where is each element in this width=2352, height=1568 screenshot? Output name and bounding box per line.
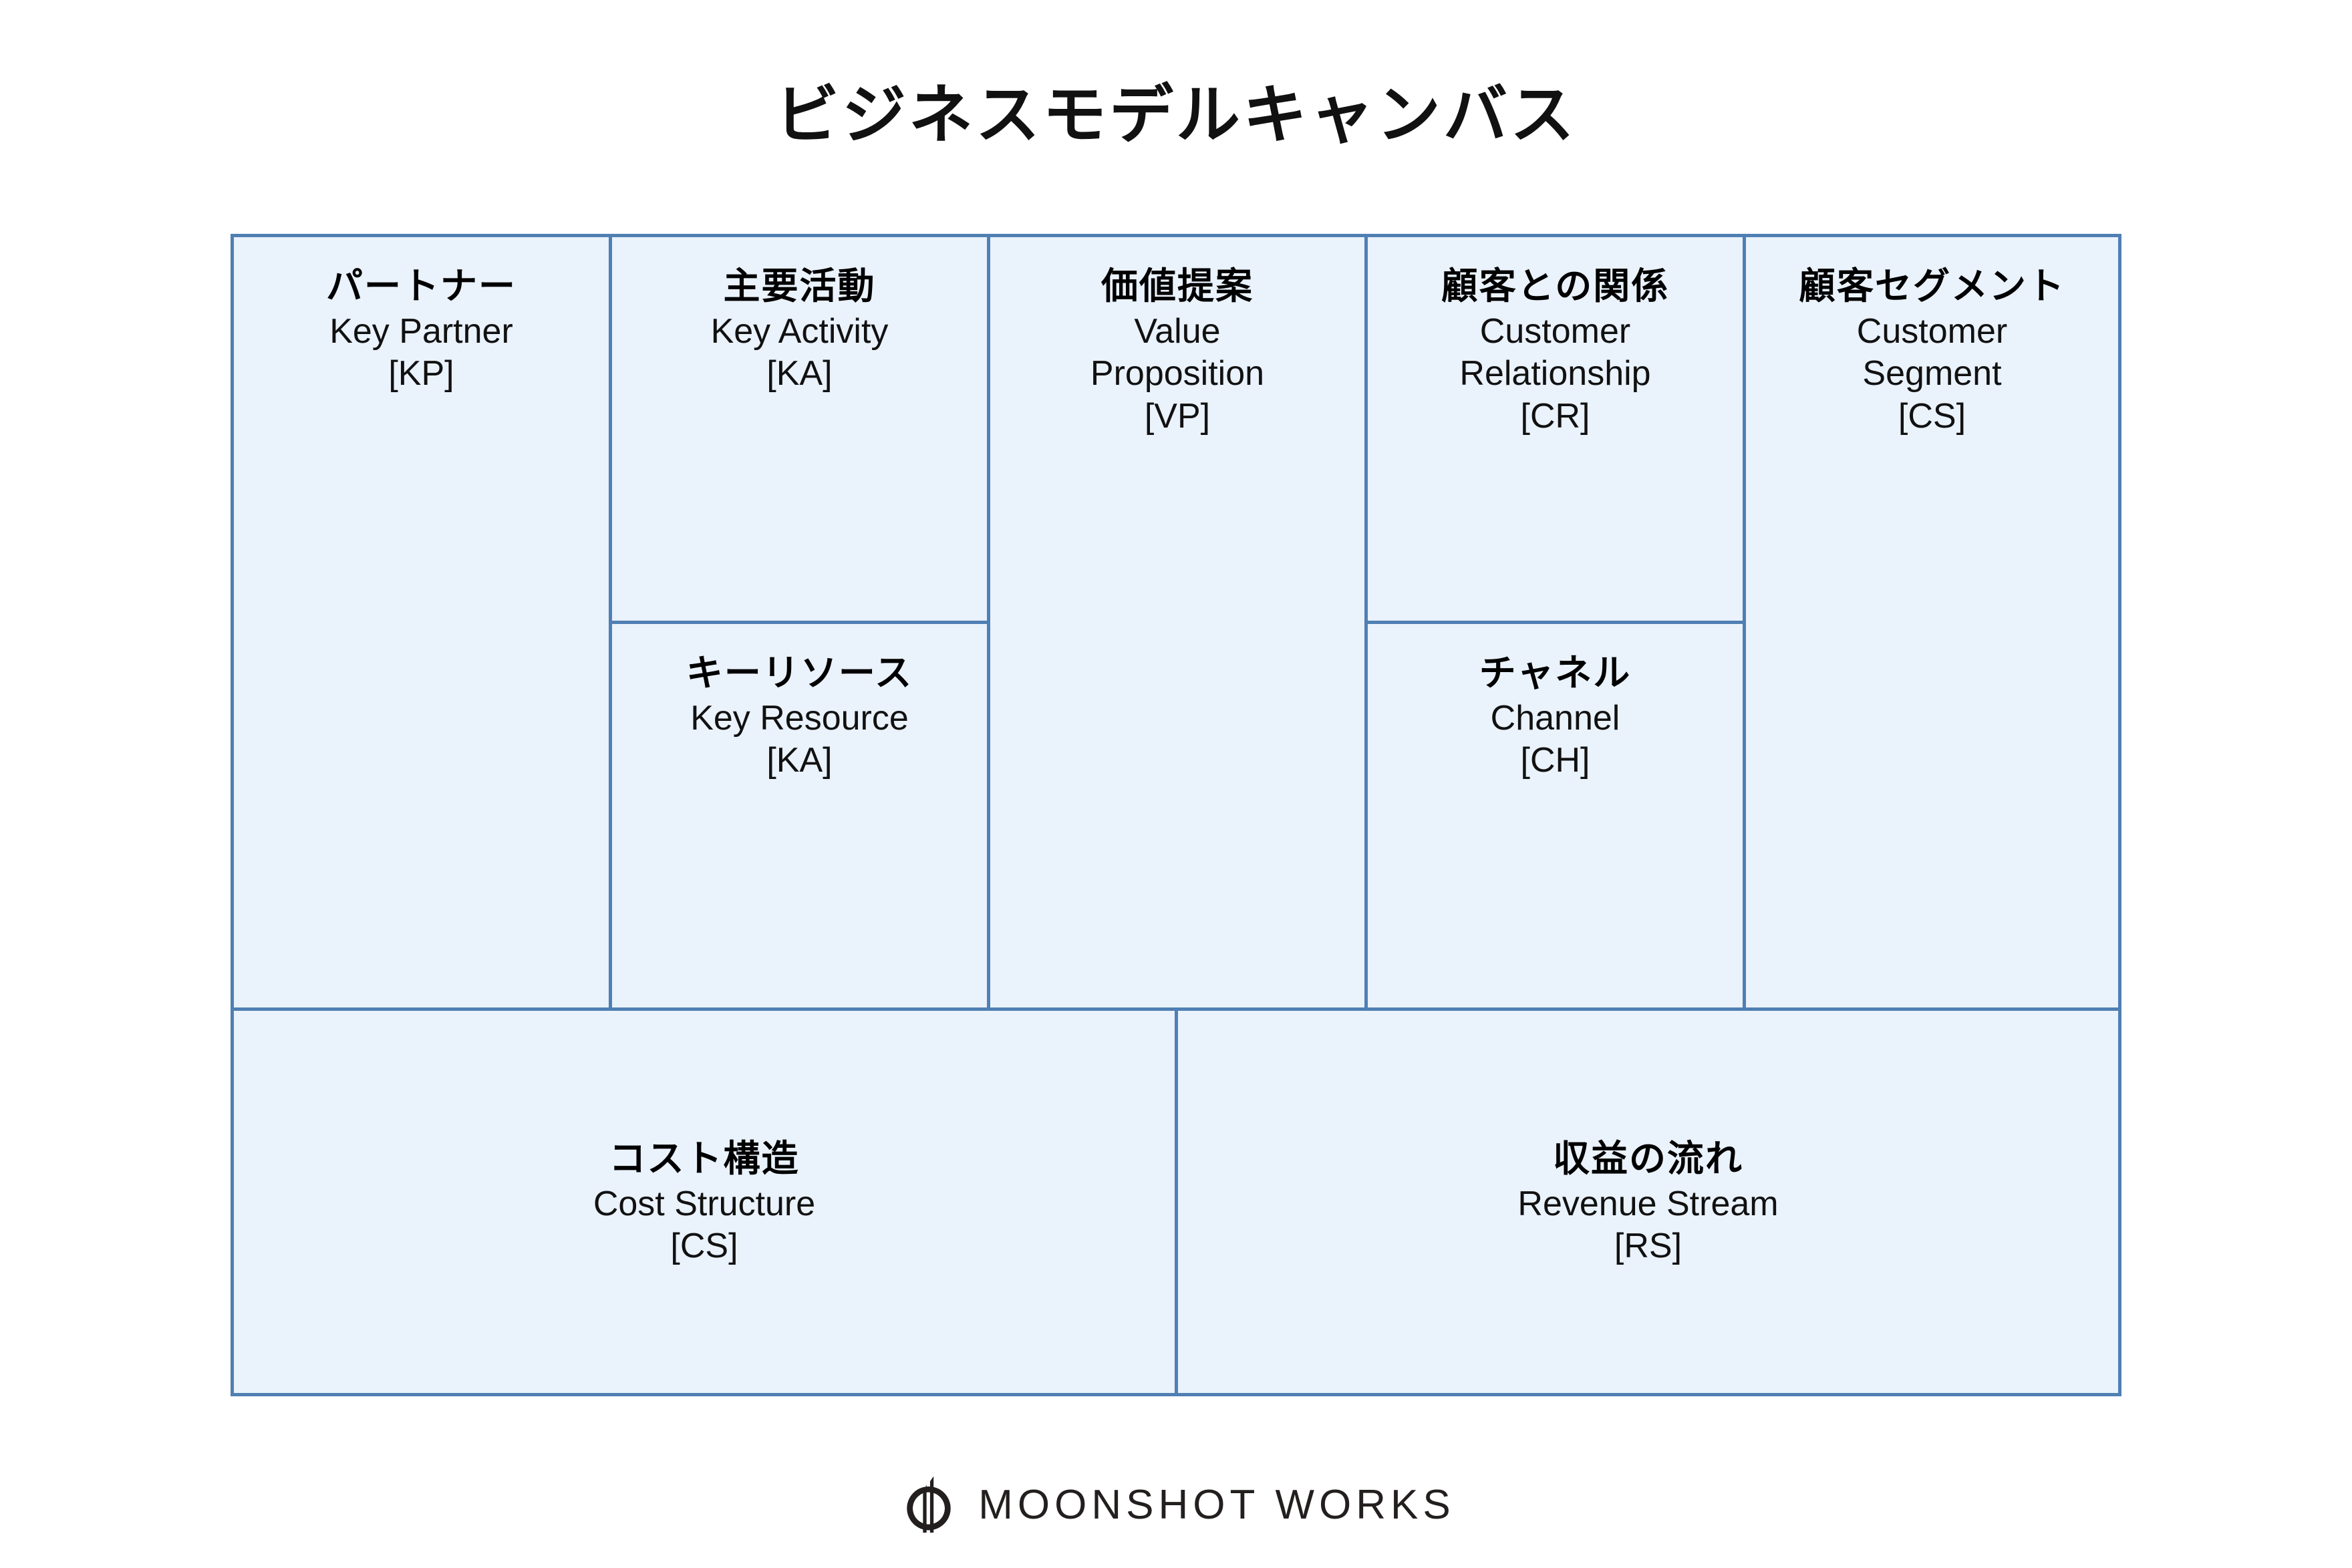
block-title-en: Channel: [1490, 699, 1620, 738]
block-title-en: Key Resource: [690, 699, 909, 738]
block-title-jp: 顧客セグメント: [1798, 265, 2065, 307]
moonshot-works-logo-icon: [897, 1471, 961, 1539]
block-title-jp: チャネル: [1479, 652, 1632, 693]
block-title-en: Customer Relationship: [1459, 312, 1651, 394]
canvas-block-revenue-stream[interactable]: 収益の流れ Revenue Stream [RS]: [1175, 1007, 2121, 1396]
canvas-block-customer-segment[interactable]: 顧客セグメント Customer Segment [CS]: [1743, 234, 2121, 1011]
canvas-block-value-proposition[interactable]: 価値提案 Value Proposition [VP]: [987, 234, 1368, 1011]
block-code-label: [RS]: [1614, 1227, 1682, 1265]
block-title-jp: 収益の流れ: [1552, 1137, 1743, 1179]
block-title-en: Customer Segment: [1856, 312, 2008, 394]
block-title-jp: 顧客との関係: [1441, 265, 1670, 307]
page-title: ビジネスモデルキャンバス: [775, 80, 1577, 151]
block-code-label: [KA]: [766, 741, 833, 780]
block-code-label: [CR]: [1520, 396, 1590, 436]
brand-wordmark: MOONSHOT WORKS: [978, 1482, 1455, 1528]
block-code-label: [CS]: [1898, 396, 1966, 436]
block-title-jp: パートナー: [325, 265, 517, 307]
block-title-jp: 主要活動: [723, 265, 876, 307]
block-title-en: Value Proposition: [1090, 312, 1265, 394]
block-code-label: [KP]: [388, 354, 454, 394]
canvas-block-key-activity[interactable]: 主要活動 Key Activity [KA]: [609, 234, 990, 624]
block-title-jp: コスト構造: [609, 1137, 800, 1179]
block-title-en: Key Partner: [329, 312, 513, 351]
block-code-label: [CH]: [1520, 741, 1590, 780]
block-title-en: Revenue Stream: [1517, 1184, 1779, 1223]
canvas-block-customer-relationship[interactable]: 顧客との関係 Customer Relationship [CR]: [1364, 234, 1746, 624]
canvas-block-key-resource[interactable]: キーリソース Key Resource [KA]: [609, 621, 990, 1011]
footer-branding: MOONSHOT WORKS: [0, 1471, 2352, 1539]
business-model-canvas-grid: パートナー Key Partner [KP] 主要活動 Key Activity…: [231, 234, 2121, 1396]
block-title-jp: キーリソース: [686, 652, 913, 693]
block-code-label: [VP]: [1144, 396, 1211, 436]
block-title-en: Key Activity: [710, 312, 889, 351]
block-code-label: [CS]: [670, 1227, 738, 1265]
canvas-block-cost-structure[interactable]: コスト構造 Cost Structure [CS]: [231, 1007, 1178, 1396]
canvas-block-channel[interactable]: チャネル Channel [CH]: [1364, 621, 1746, 1011]
block-title-jp: 価値提案: [1100, 265, 1254, 307]
canvas-block-key-partner[interactable]: パートナー Key Partner [KP]: [231, 234, 612, 1011]
block-title-en: Cost Structure: [593, 1184, 816, 1223]
block-code-label: [KA]: [766, 354, 833, 394]
